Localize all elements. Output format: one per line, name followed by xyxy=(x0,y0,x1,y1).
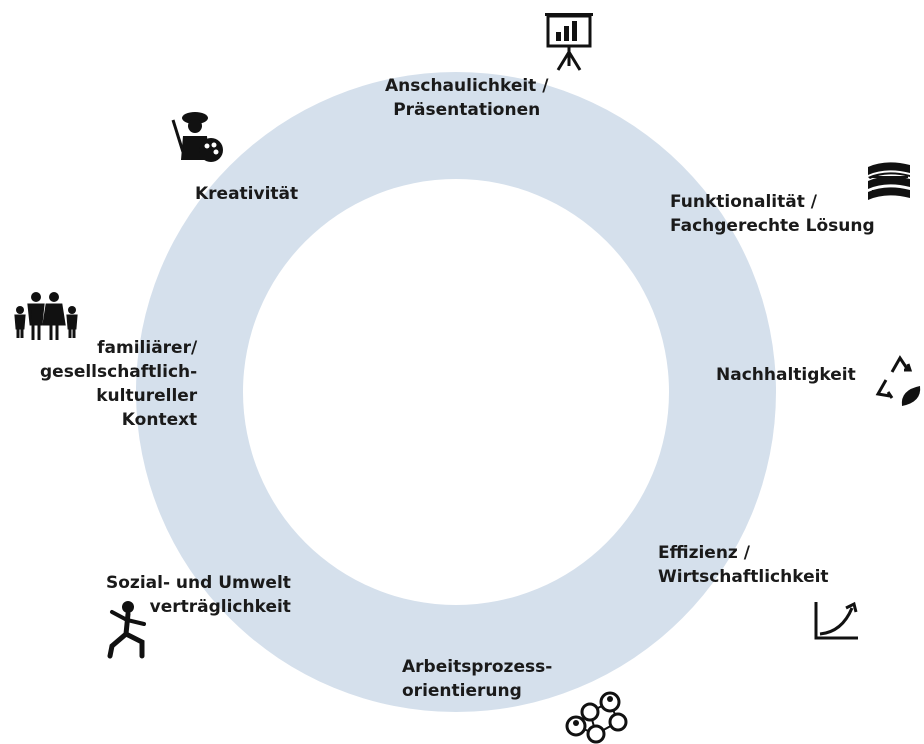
label-arbeitsprozess: Arbeitsprozess- orientierung xyxy=(402,657,553,701)
stretching-person-icon xyxy=(107,601,146,659)
label-sozial: Sozial- und Umwelt verträglichkeit xyxy=(106,573,291,617)
label-nachhaltigkeit: Nachhaltigkeit xyxy=(716,365,856,385)
artist-palette-icon xyxy=(171,112,223,162)
label-funktionalitaet: Funktionalität / Fachgerechte Lösung xyxy=(670,192,875,236)
presentation-board-icon xyxy=(545,13,593,71)
family-icon xyxy=(14,292,78,340)
network-people-icon xyxy=(565,691,628,744)
label-anschaulichkeit: Anschaulichkeit / Präsentationen xyxy=(385,76,549,120)
label-kreativitaet: Kreativität xyxy=(195,184,299,204)
label-familiaerer: familiärer/ gesellschaftlich- kulturelle… xyxy=(40,338,198,430)
books-stack-icon xyxy=(868,162,910,200)
label-effizienz: Effizienz / Wirtschaftlichkeit xyxy=(658,543,829,587)
recycle-leaf-icon xyxy=(875,355,921,406)
growth-curve-icon xyxy=(814,601,858,640)
ring-center xyxy=(243,179,669,605)
